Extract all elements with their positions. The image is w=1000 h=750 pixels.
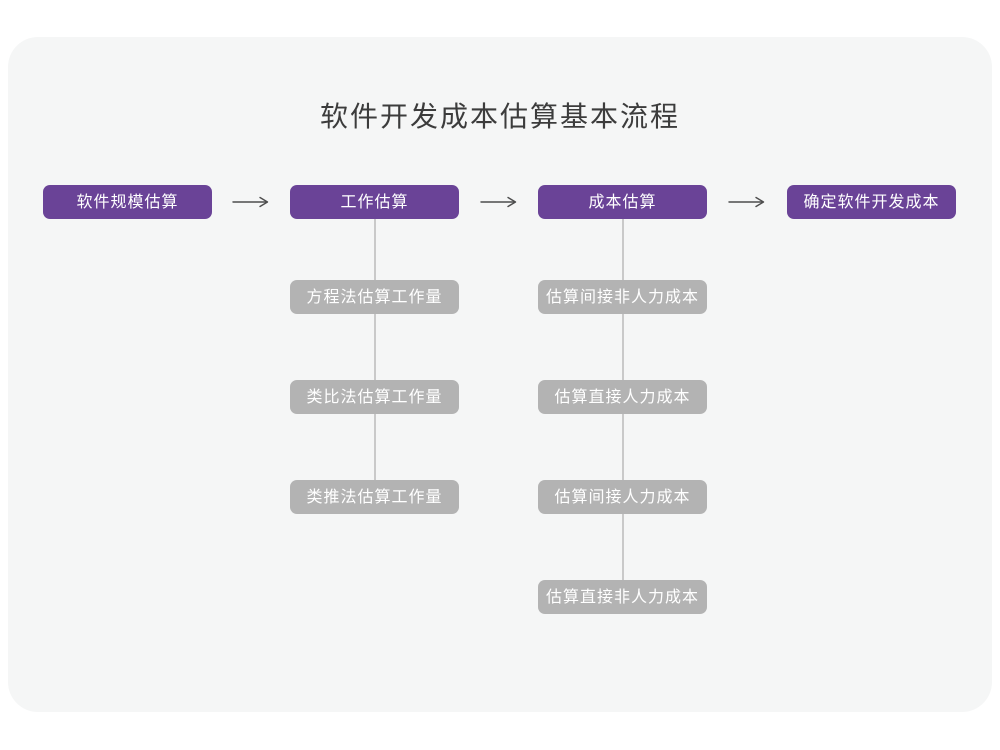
flow-substep-box: 类比法估算工作量: [290, 380, 459, 414]
flow-step-box: 确定软件开发成本: [787, 185, 956, 219]
arrow-right-icon: [479, 196, 518, 208]
flow-substep-box: 估算间接人力成本: [538, 480, 707, 514]
flow-substep-box: 类推法估算工作量: [290, 480, 459, 514]
flowchart-card: 软件开发成本估算基本流程 软件规模估算 工作估算方程法估算工作量类比法估算工作量类…: [8, 37, 992, 712]
flow-substep-box: 估算直接人力成本: [538, 380, 707, 414]
arrow-right-icon: [232, 196, 270, 208]
flow-substep-box: 估算直接非人力成本: [538, 580, 707, 614]
flow-substep-box: 估算间接非人力成本: [538, 280, 707, 314]
flow-diagram: 软件规模估算 工作估算方程法估算工作量类比法估算工作量类推法估算工作量 成本估算估算…: [8, 37, 992, 712]
flow-step-box: 工作估算: [290, 185, 459, 219]
flow-step-box: 软件规模估算: [43, 185, 212, 219]
arrow-right-icon: [728, 196, 766, 208]
flow-substep-box: 方程法估算工作量: [290, 280, 459, 314]
page-title: 软件开发成本估算基本流程: [319, 100, 680, 133]
flow-step-box: 成本估算: [538, 185, 707, 219]
vertical-connector-line: [373, 219, 376, 497]
